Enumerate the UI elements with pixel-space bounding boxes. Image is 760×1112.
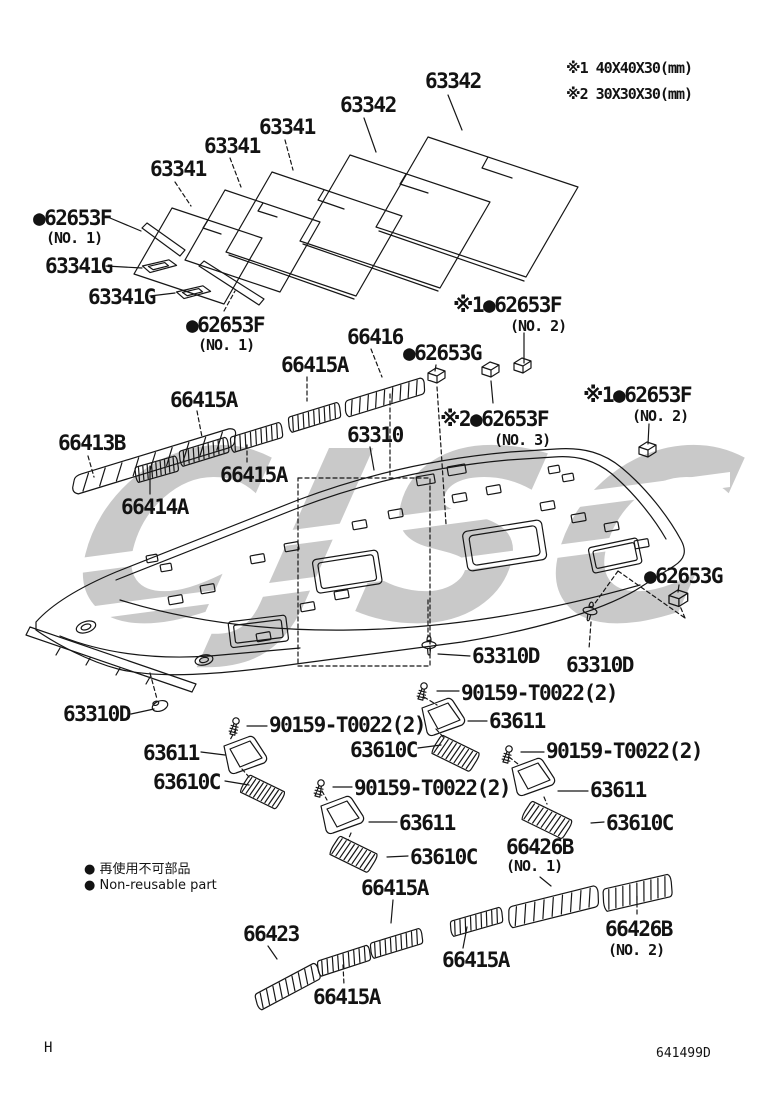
tape-62653F-no1 bbox=[141, 222, 265, 306]
part-label-63310D-1: 63310D bbox=[472, 644, 540, 668]
part-label-63611-4: 63611 bbox=[399, 811, 456, 835]
part-label-90159-4: 90159-T0022(2) bbox=[354, 776, 512, 800]
part-sub-66426B-1: (NO. 1) bbox=[506, 857, 563, 875]
part-label-66415A-4: 66415A bbox=[361, 876, 429, 900]
part-label-62653G-1: ●62653G bbox=[403, 341, 483, 365]
part-label-63341-2: 63341 bbox=[204, 134, 261, 158]
part-label-90159-3: 90159-T0022(2) bbox=[546, 739, 704, 763]
part-label-63610C-3: 63610C bbox=[606, 811, 674, 835]
part-label-66416: 66416 bbox=[347, 325, 404, 349]
part-label-62653F-5: ※1●62653F bbox=[583, 383, 693, 407]
part-label-63342-1: 63342 bbox=[425, 69, 482, 93]
part-label-66415A-6: 66415A bbox=[313, 985, 381, 1009]
part-label-66413B: 66413B bbox=[58, 431, 126, 455]
part-label-66415A-5: 66415A bbox=[442, 948, 510, 972]
part-label-63610C-2: 63610C bbox=[153, 770, 221, 794]
leader-lines bbox=[105, 94, 680, 960]
part-label-63341G-1: 63341G bbox=[45, 254, 113, 278]
part-label-63611-2: 63611 bbox=[143, 741, 200, 765]
part-label-66415A-2: 66415A bbox=[170, 388, 238, 412]
part-label-63610C-4: 63610C bbox=[410, 845, 478, 869]
part-label-66426B-1: 66426B bbox=[506, 835, 574, 859]
part-label-62653F-1: ●62653F bbox=[33, 206, 113, 230]
watermark: CJSC bbox=[46, 401, 760, 676]
part-label-63310: 63310 bbox=[347, 423, 404, 447]
part-label-63610C-1: 63610C bbox=[350, 738, 418, 762]
part-label-63342-2: 63342 bbox=[340, 93, 397, 117]
part-label-63341-3: 63341 bbox=[150, 157, 207, 181]
legend-en: ● Non-reusable part bbox=[84, 878, 217, 893]
part-label-63611-1: 63611 bbox=[489, 709, 546, 733]
part-label-90159-1: 90159-T0022(2) bbox=[461, 681, 619, 705]
part-label-66415A-3: 66415A bbox=[220, 463, 288, 487]
part-label-66415A-1: 66415A bbox=[281, 353, 349, 377]
footer-page-letter: H bbox=[44, 1040, 53, 1056]
part-sub-62653F-4: (NO. 3) bbox=[494, 431, 551, 449]
part-label-90159-2: 90159-T0022(2) bbox=[269, 713, 427, 737]
note-size-1: ※1 40X40X30(mm) bbox=[566, 59, 693, 77]
note-size-2: ※2 30X30X30(mm) bbox=[566, 85, 693, 103]
part-label-62653F-4: ※2●62653F bbox=[440, 407, 550, 431]
part-sub-62653F-2: (NO. 1) bbox=[198, 336, 255, 354]
roof-silencer-sheets bbox=[133, 136, 579, 305]
footer-figure-code: 641499D bbox=[656, 1046, 711, 1061]
part-label-63310D-2: 63310D bbox=[566, 653, 634, 677]
part-sub-62653F-3: (NO. 2) bbox=[510, 317, 567, 335]
part-sub-62653F-5: (NO. 2) bbox=[632, 407, 689, 425]
part-label-63310D-3: 63310D bbox=[63, 702, 131, 726]
part-label-66426B-2: 66426B bbox=[605, 917, 673, 941]
part-label-62653F-2: ●62653F bbox=[186, 313, 266, 337]
part-label-62653F-3: ※1●62653F bbox=[453, 293, 563, 317]
dashed-lines bbox=[87, 139, 686, 986]
legend-jp: ● 再使用不可部品 bbox=[84, 862, 191, 877]
part-label-62653G-2: ●62653G bbox=[644, 564, 724, 588]
part-label-63341-1: 63341 bbox=[259, 115, 316, 139]
part-sub-62653F-1: (NO. 1) bbox=[46, 229, 103, 247]
part-label-66414A: 66414A bbox=[121, 495, 189, 519]
part-sub-66426B-2: (NO. 2) bbox=[608, 941, 665, 959]
part-label-66423: 66423 bbox=[243, 922, 300, 946]
part-label-63341G-2: 63341G bbox=[88, 285, 156, 309]
part-label-63611-3: 63611 bbox=[590, 778, 647, 802]
